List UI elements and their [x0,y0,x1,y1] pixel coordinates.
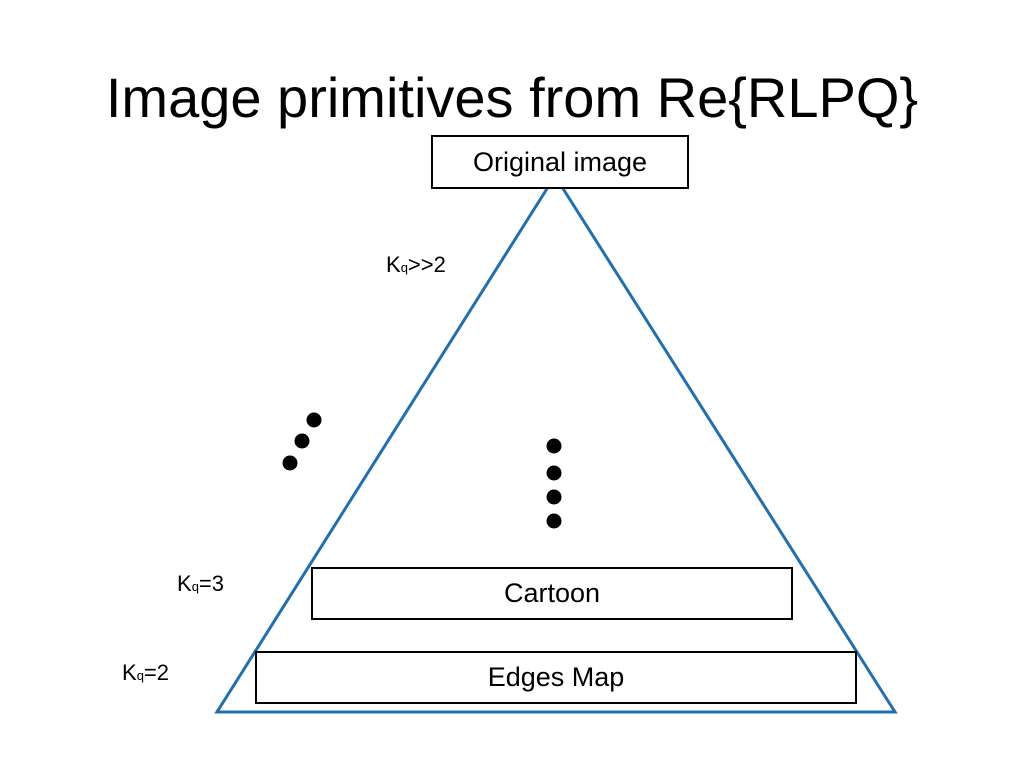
level-label-subscript: q [136,668,144,683]
ellipsis-dot [294,433,310,449]
vertical-ellipsis-dots [546,438,562,529]
level-label-subscript: q [400,260,408,275]
slide-title: Image primitives from Re{RLPQ} [105,66,919,129]
diagonal-ellipsis-dots [282,412,322,471]
level-label-main: K [122,660,137,685]
cartoon-box: Cartoon [311,567,793,620]
ellipsis-dot [546,465,562,481]
level-label-value: =2 [143,660,170,685]
ellipsis-dot [282,455,298,471]
ellipsis-dot [546,513,562,529]
level-label-subscript: q [191,579,199,594]
level-label-value: >>2 [407,252,446,277]
edges-map-box: Edges Map [255,651,857,704]
level-label-main: K [386,252,401,277]
level-label-kq-3: Kq=3 [177,571,224,600]
level-label-value: =3 [198,571,225,596]
level-label-kq-2: Kq=2 [122,660,169,689]
ellipsis-dot [306,412,322,428]
ellipsis-dot [546,489,562,505]
pyramid-triangle [214,173,898,714]
level-label-main: K [177,571,192,596]
level-label-kq-large: Kq>>2 [386,252,446,281]
ellipsis-dot [546,438,562,454]
original-image-box: Original image [431,135,689,189]
